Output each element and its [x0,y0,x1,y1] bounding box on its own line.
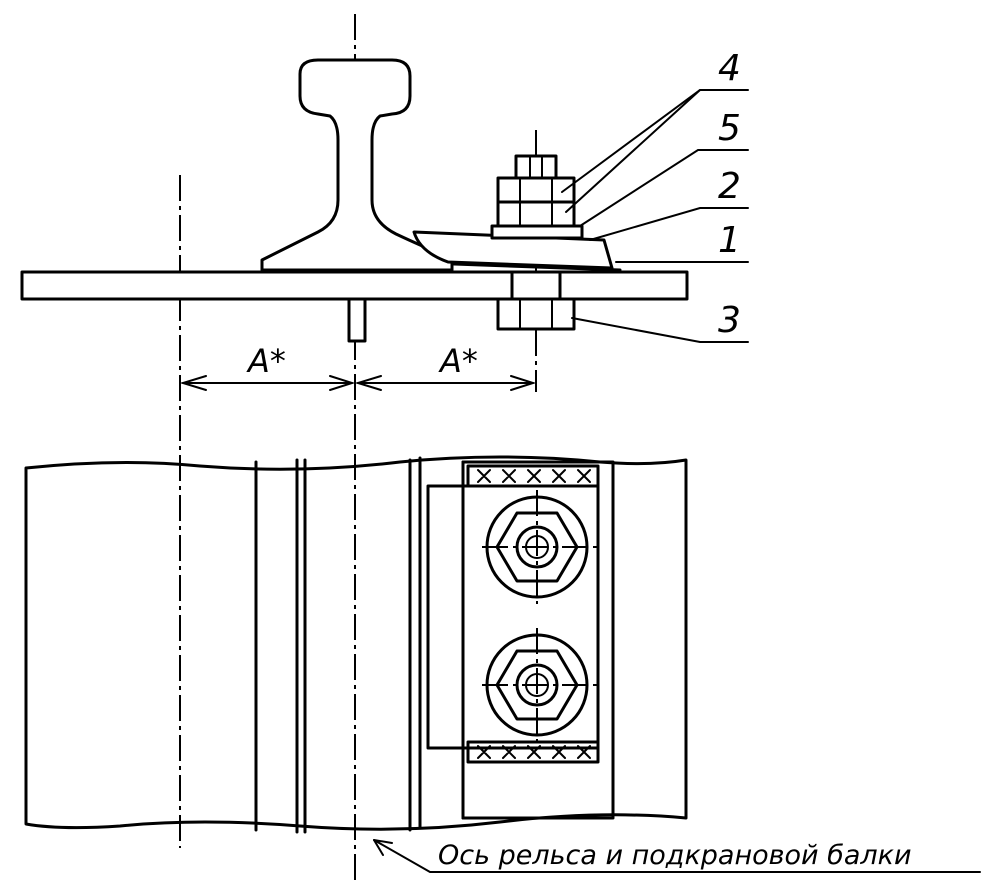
section-view: 4 5 2 1 3 A* A* [20,14,749,880]
bolt-head-bottom [496,297,576,331]
dimension-arrow-left-a [179,375,207,391]
part-label-3: 3 [718,300,741,341]
leader-5 [579,149,749,227]
leader-3 [571,317,749,343]
washer-lower [452,262,622,272]
part-label-1: 1 [718,220,741,261]
leader-2 [589,207,749,241]
clamp-plate [412,230,614,270]
part-label-5: 5 [718,108,741,149]
dimension-label-left: A* [246,342,286,380]
weld-crosses-bottom [477,745,591,759]
beam-flange-plate [20,270,689,301]
bolt-lower-plan [482,628,598,742]
caption-text: Ось рельса и подкрановой балки [438,840,912,871]
nut-top [496,176,576,204]
dimension-arrow-right-a [354,375,382,391]
nut-second [496,200,576,228]
weld-crosses-top [477,469,591,483]
dimension-arrow-left-b [329,375,356,391]
part-label-4: 4 [718,48,741,89]
weld-strip-bottom [466,740,600,764]
rail-profile [260,58,454,272]
clamp-plate-plan [426,484,600,750]
caption-leader [373,839,981,873]
bolt-shank-through-flange [510,270,562,301]
rail-anchor-stud [347,297,367,343]
bolt-upper-plan [482,490,598,604]
part-label-2: 2 [718,166,741,207]
dimension-arrow-right-b [510,375,537,391]
plan-view [24,455,688,834]
washer-upper [490,224,584,240]
caption-arrow [373,839,393,856]
axis-caption: Ось рельса и подкрановой балки [373,839,981,873]
dimension-label-right: A* [438,342,478,380]
leader-4b [565,89,701,213]
beam-outline [24,455,688,831]
